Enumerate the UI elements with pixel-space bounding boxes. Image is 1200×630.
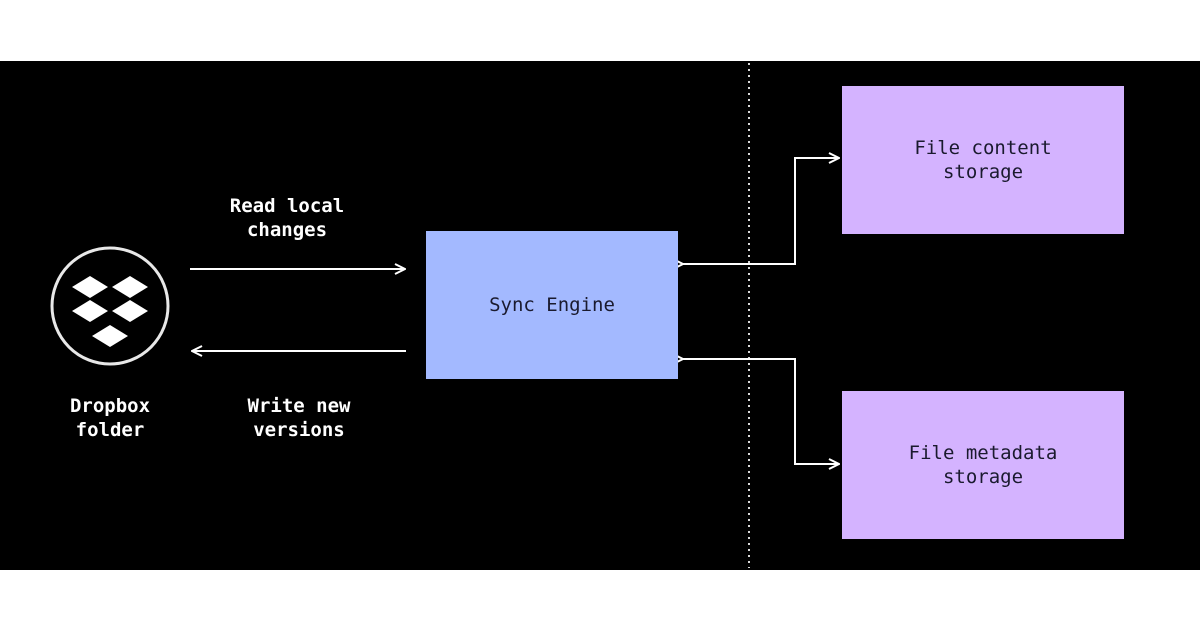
- dropbox-folder-label-line1: Dropbox: [69, 395, 151, 417]
- read-local-changes-label: Read local changes: [197, 194, 377, 242]
- file-content-storage-line1: File content: [914, 137, 1052, 159]
- dropbox-folder-label: Dropbox folder: [50, 394, 170, 442]
- sync-engine-label: Sync Engine: [489, 294, 615, 316]
- write-new-versions-line1: Write new: [247, 395, 351, 417]
- file-metadata-storage-line1: File metadata: [908, 442, 1058, 464]
- dropbox-folder-node: [49, 245, 171, 367]
- write-new-versions-label: Write new versions: [209, 394, 389, 442]
- file-content-storage-node: File content storage: [842, 86, 1124, 234]
- sync-engine-node: Sync Engine: [426, 231, 678, 379]
- write-new-versions-line2: versions: [253, 419, 345, 441]
- dropbox-folder-label-line2: folder: [75, 419, 145, 441]
- read-local-changes-line2: changes: [246, 219, 328, 241]
- dropbox-logo-icon: [50, 246, 170, 366]
- file-metadata-storage-line2: storage: [942, 466, 1024, 488]
- file-content-storage-line2: storage: [942, 161, 1024, 183]
- read-local-changes-line1: Read local: [229, 195, 345, 217]
- file-metadata-storage-node: File metadata storage: [842, 391, 1124, 539]
